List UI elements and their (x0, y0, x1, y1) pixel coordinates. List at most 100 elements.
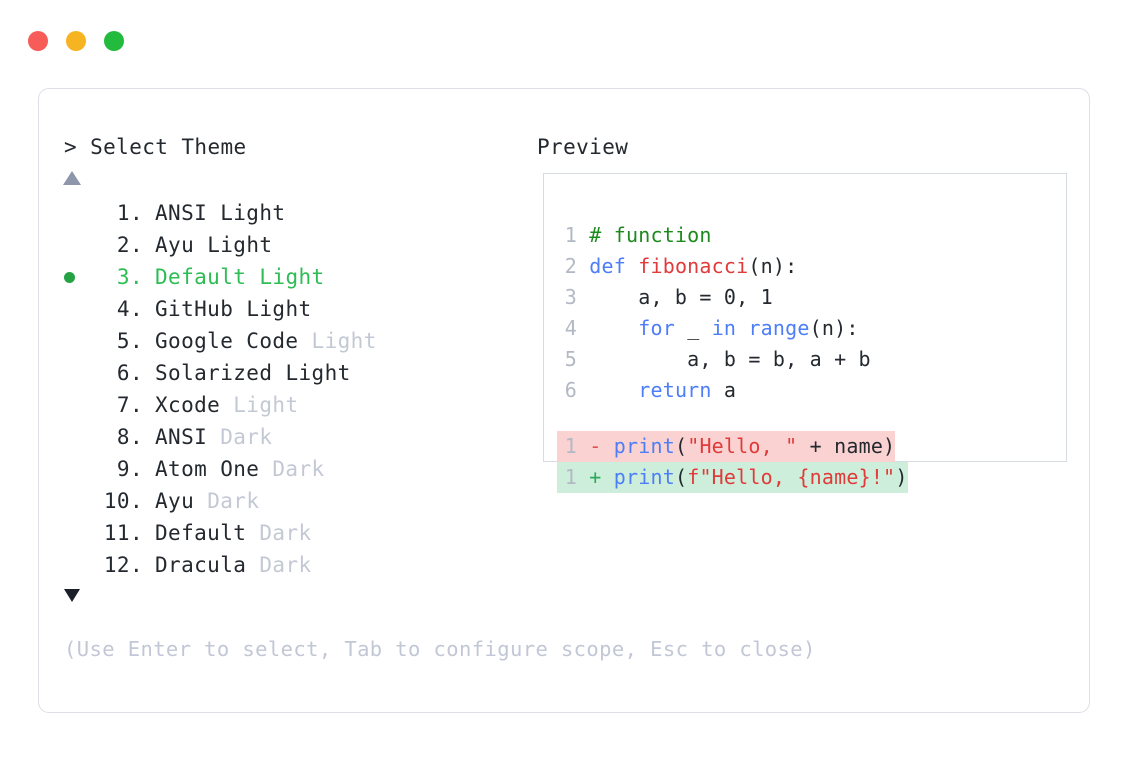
code-token (589, 378, 638, 402)
code-token: in (711, 316, 737, 340)
theme-item-number: 11. (103, 521, 143, 545)
code-gap (557, 406, 908, 431)
theme-item-number: 5. (116, 329, 143, 353)
theme-item-label: ANSI Light (155, 197, 285, 229)
theme-item-label: Default Dark (155, 517, 312, 549)
code-spacer (577, 285, 589, 309)
code-token: "Hello, " (687, 434, 798, 458)
theme-item-variant: Light (311, 329, 377, 353)
theme-item-number: 12. (103, 553, 143, 577)
theme-item-variant: Light (246, 297, 312, 321)
diff-minus-marker: - (577, 434, 614, 458)
theme-item-number: 1. (116, 201, 143, 225)
code-line: 2 def fibonacci(n): (557, 251, 908, 282)
line-number: 1 (564, 434, 577, 458)
theme-item-variant: Dark (259, 521, 312, 545)
code-token: print (613, 465, 675, 489)
theme-item-variant: Light (285, 361, 351, 385)
keyboard-hint: (Use Enter to select, Tab to configure s… (64, 637, 816, 661)
theme-item-variant: Light (233, 393, 299, 417)
code-line: 1 # function (557, 220, 908, 251)
minimize-window-button[interactable] (66, 31, 86, 51)
code-spacer (577, 378, 589, 402)
code-line: 5 a, b = b, a + b (557, 344, 908, 375)
code-spacer (577, 316, 589, 340)
code-token: ( (674, 434, 688, 458)
theme-list-item[interactable]: 3. Default Light (39, 261, 509, 293)
line-number: 5 (564, 347, 577, 371)
line-number: 3 (564, 285, 577, 309)
line-number: 1 (564, 465, 577, 489)
theme-item-number: 2. (116, 233, 143, 257)
triangle-down-icon[interactable] (64, 589, 80, 602)
code-token (736, 316, 748, 340)
theme-item-label: Xcode Light (155, 389, 298, 421)
line-number: 4 (564, 316, 577, 340)
code-line: 4 for _ in range(n): (557, 313, 908, 344)
theme-item-label: Atom One Dark (155, 453, 325, 485)
code-token: # function (589, 223, 712, 247)
triangle-up-icon[interactable] (63, 171, 81, 185)
theme-item-number: 4. (116, 297, 143, 321)
theme-item-variant: Light (220, 201, 286, 225)
theme-item-name: Default (155, 265, 260, 289)
theme-item-name: Default (155, 521, 260, 545)
code-token: f"Hello, {name}!" (687, 465, 896, 489)
theme-list-item[interactable]: 12. Dracula Dark (39, 549, 509, 581)
diff-removed-line: 1 - print("Hello, " + name) (557, 431, 896, 462)
select-theme-prompt: > Select Theme (64, 135, 247, 159)
code-token: a, b = b, a + b (589, 347, 871, 371)
theme-item-name: Ayu (155, 233, 208, 257)
theme-list-item[interactable]: 1. ANSI Light (39, 197, 509, 229)
theme-item-number: 3. (116, 265, 143, 289)
code-line: 3 a, b = 0, 1 (557, 282, 908, 313)
theme-list-item[interactable]: 2. Ayu Light (39, 229, 509, 261)
theme-item-variant: Light (259, 265, 325, 289)
code-token: def (589, 254, 639, 278)
line-number: 1 (564, 223, 577, 247)
theme-item-number: 9. (116, 457, 143, 481)
theme-item-label: Ayu Dark (155, 485, 259, 517)
theme-item-name: GitHub (155, 297, 247, 321)
theme-item-name: Xcode (155, 393, 234, 417)
theme-item-name: Solarized (155, 361, 286, 385)
code-token: fibonacci (638, 254, 749, 278)
theme-item-label: GitHub Light (155, 293, 312, 325)
theme-item-label: Default Light (155, 261, 325, 293)
maximize-window-button[interactable] (104, 31, 124, 51)
theme-list-item[interactable]: 5.Google Code Light (39, 325, 509, 357)
theme-item-name: Atom One (155, 457, 273, 481)
theme-list-item[interactable]: 6. Solarized Light (39, 357, 509, 389)
theme-item-number: 6. (116, 361, 143, 385)
theme-list-item[interactable]: 8.ANSI Dark (39, 421, 509, 453)
theme-item-label: Ayu Light (155, 229, 272, 261)
code-spacer (577, 254, 589, 278)
code-token: for (638, 316, 675, 340)
theme-item-variant: Dark (207, 489, 260, 513)
theme-list-item[interactable]: 11. Default Dark (39, 517, 509, 549)
theme-item-name: ANSI (155, 425, 221, 449)
code-token: ) (895, 465, 908, 489)
code-line: 6 return a (557, 375, 908, 406)
theme-item-name: Dracula (155, 553, 260, 577)
theme-list-item[interactable]: 9. Atom One Dark (39, 453, 509, 485)
close-window-button[interactable] (28, 31, 48, 51)
line-number: 6 (564, 378, 577, 402)
code-token: a, b = 0, 1 (589, 285, 773, 309)
theme-item-variant: Dark (220, 425, 273, 449)
theme-item-name: Ayu (155, 489, 208, 513)
code-token: (n): (809, 316, 859, 340)
theme-item-variant: Dark (259, 553, 312, 577)
theme-list-item[interactable]: 4. GitHub Light (39, 293, 509, 325)
theme-list-item[interactable]: 7. Xcode Light (39, 389, 509, 421)
diff-added-line: 1 + print(f"Hello, {name}!") (557, 462, 908, 493)
code-token: (n): (748, 254, 798, 278)
code-token: return (638, 378, 712, 402)
theme-list-item[interactable]: 10.Ayu Dark (39, 485, 509, 517)
code-token (589, 316, 638, 340)
theme-item-number: 7. (116, 393, 143, 417)
theme-item-label: Solarized Light (155, 357, 351, 389)
code-token: + name) (797, 434, 896, 458)
